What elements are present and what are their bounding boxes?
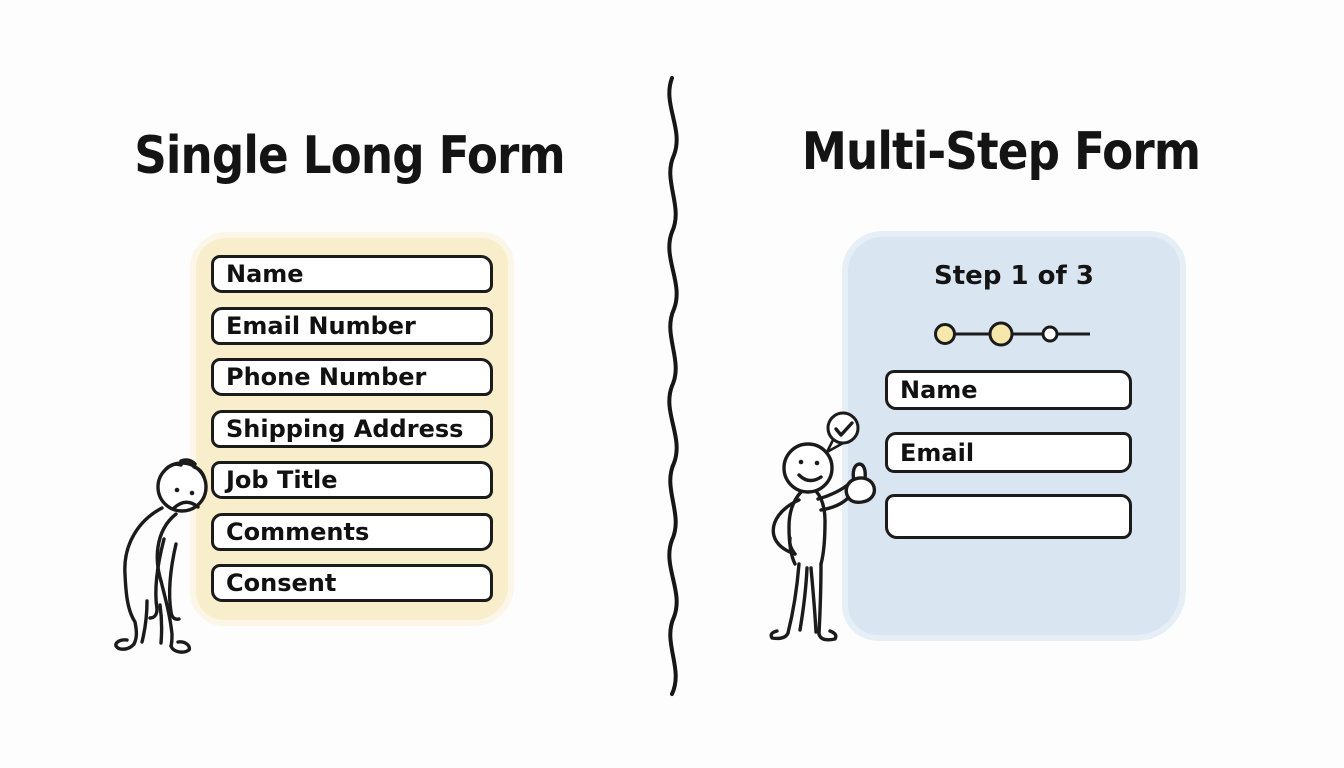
single-long-form-panel: Name Email Number Phone Number Shipping … xyxy=(196,238,508,620)
happy-figure-right-leg-inner xyxy=(809,566,818,634)
happy-person-illustration xyxy=(769,411,877,642)
happy-figure-hip-hand xyxy=(788,536,797,556)
sad-figure-back xyxy=(123,506,164,646)
sad-figure-hair xyxy=(164,458,206,479)
form-field-shipping-address: Shipping Address xyxy=(211,409,493,448)
sad-figure-chest xyxy=(155,512,178,583)
happy-figure-left-leg-inner xyxy=(798,566,809,632)
sad-figure-inner-leg xyxy=(158,603,164,645)
wavy-divider-line xyxy=(667,76,679,696)
step-indicator-label: Step 1 of 3 xyxy=(934,261,1094,291)
sad-figure-arm-right xyxy=(167,542,181,621)
sad-figure-left-foot xyxy=(114,638,136,651)
form-field-name: Name xyxy=(211,255,493,293)
happy-figure-head xyxy=(782,442,834,494)
happy-figure-eye-right xyxy=(814,460,820,466)
right-section-title: Multi-Step Form xyxy=(801,122,1201,182)
happy-figure-left-leg-outer xyxy=(786,562,801,635)
progress-dot-step1-filled xyxy=(934,323,956,345)
happy-figure-left-foot xyxy=(769,629,790,641)
happy-figure-torso-right xyxy=(814,489,827,566)
sad-figure-frown xyxy=(172,500,200,510)
sad-person-illustration xyxy=(114,458,208,654)
sad-figure-eye-right xyxy=(189,490,195,496)
sad-figure-right-leg xyxy=(159,579,174,648)
sad-figure-head xyxy=(156,461,208,513)
sad-figure-left-leg xyxy=(140,599,149,644)
progress-dots-indicator xyxy=(934,321,1090,347)
progress-dot-step2-filled xyxy=(988,321,1014,347)
multi-step-form-panel: Step 1 of 3 Name Email xyxy=(848,237,1180,635)
form-field-empty xyxy=(885,494,1132,539)
happy-figure-raised-arm-bottom xyxy=(819,496,850,512)
form-field-email: Email xyxy=(885,432,1132,473)
form-field-job-title: Job Title xyxy=(211,461,493,499)
progress-dot-step3-empty xyxy=(1041,325,1059,343)
happy-figure-right-foot xyxy=(817,629,838,642)
form-field-name: Name xyxy=(885,370,1132,410)
checkmark-speech-bubble xyxy=(826,411,860,445)
form-field-phone-number: Phone Number xyxy=(211,358,493,396)
happy-figure-smile xyxy=(797,473,823,483)
form-field-consent: Consent xyxy=(211,564,493,602)
happy-figure-akimbo-arm xyxy=(771,498,801,556)
form-field-email-number: Email Number xyxy=(211,306,493,345)
sad-figure-eye-left xyxy=(174,487,180,493)
sad-figure-right-foot xyxy=(169,640,192,654)
happy-figure-right-leg-outer xyxy=(817,562,823,636)
happy-figure-fist xyxy=(844,476,877,504)
sad-figure-arm-left xyxy=(148,537,166,620)
happy-figure-eye-left xyxy=(798,459,804,465)
checkmark-icon xyxy=(834,421,854,437)
left-section-title: Single Long Form xyxy=(134,126,565,186)
form-field-comments: Comments xyxy=(211,512,493,551)
